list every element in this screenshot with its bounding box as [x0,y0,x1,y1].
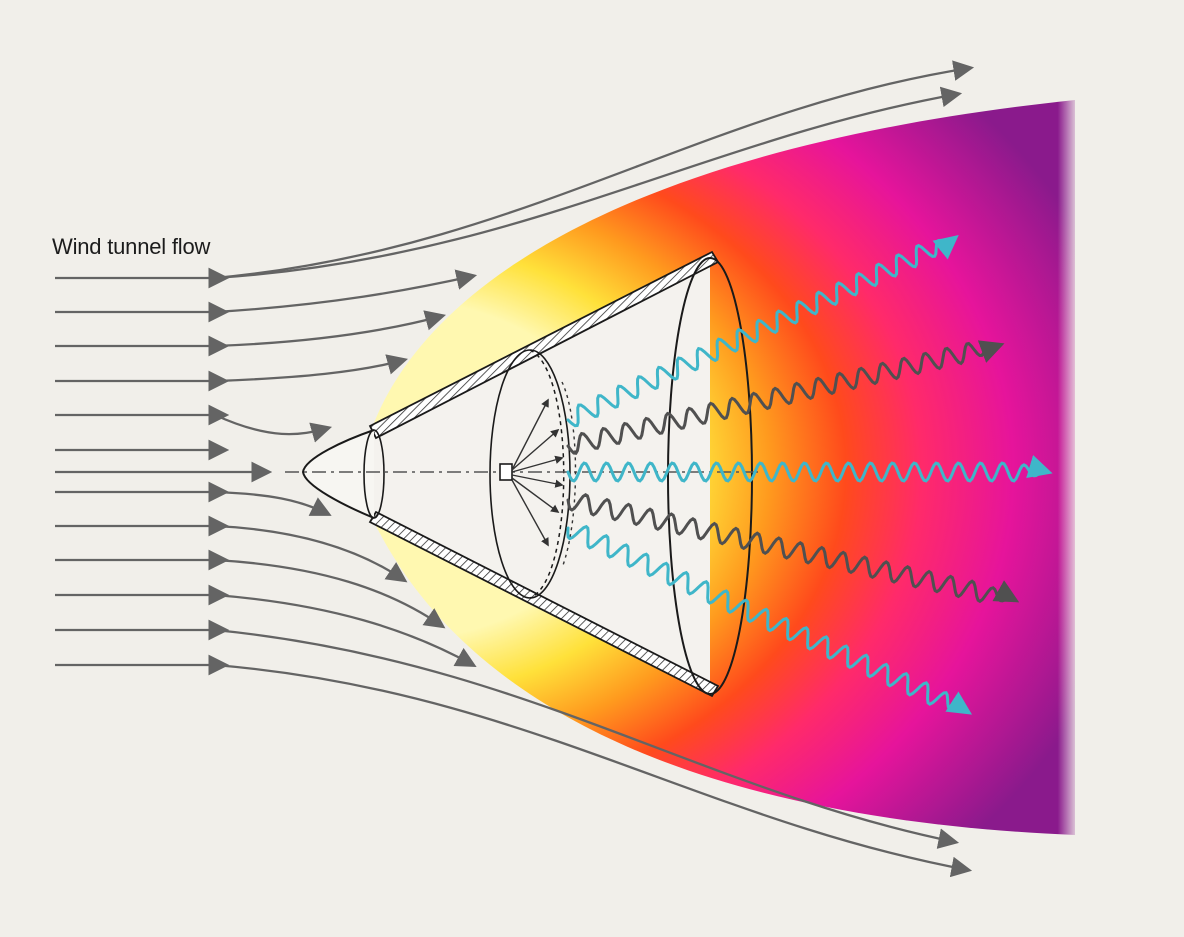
inner-ring-dashed [529,349,565,599]
streamline [214,628,960,849]
wave-line [566,454,1053,483]
wind-tunnel-flow-label: Wind tunnel flow [52,234,211,259]
streamlines [55,60,975,878]
sensor-rays [511,398,564,547]
wave-emissions [566,234,1053,715]
plume-fade [920,90,1080,850]
streamline [214,490,332,516]
cone-model [285,250,760,698]
thermal-plume [372,100,1075,835]
wave-line [566,493,1020,604]
wave-line [566,340,1005,455]
streamline [214,269,478,314]
streamline [214,354,408,383]
wave-line [566,234,959,428]
sensor-field-dashed [561,381,577,569]
streamline [214,593,477,668]
streamline [214,310,446,348]
streamline [214,558,446,629]
streamline [214,524,408,583]
cone-body [372,258,710,694]
streamline [214,60,975,280]
wave-line [566,524,973,715]
streamline [214,86,963,280]
streamline [214,663,973,878]
streamline [214,413,332,443]
cone-shell-bottom [368,510,720,698]
sensor-box-icon [499,463,513,481]
cone-tip [301,429,375,519]
tip-joint [363,429,385,519]
